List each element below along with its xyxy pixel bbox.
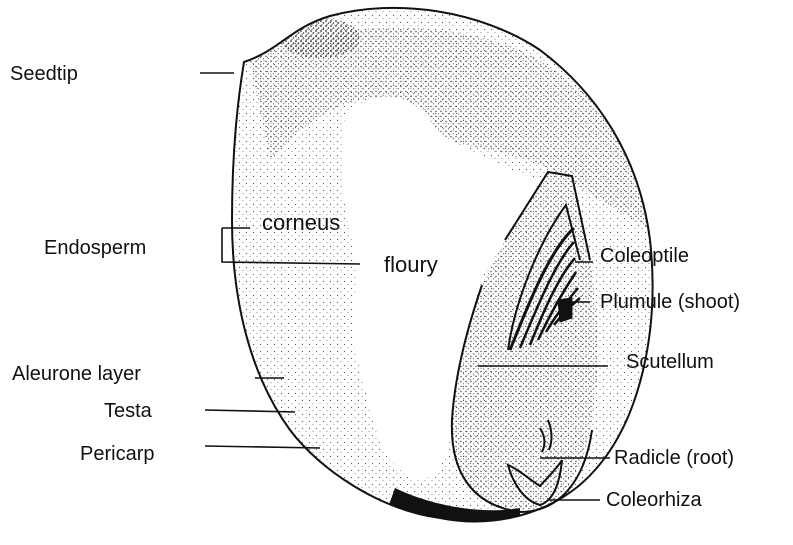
label-radicle: Radicle (root) xyxy=(614,447,734,469)
label-pericarp: Pericarp xyxy=(80,443,154,465)
label-seedtip: Seedtip xyxy=(10,63,78,85)
label-floury: floury xyxy=(384,252,438,277)
label-scutellum: Scutellum xyxy=(626,351,714,373)
label-corneus: corneus xyxy=(262,210,340,235)
label-plumule: Plumule (shoot) xyxy=(600,291,740,313)
label-coleorhiza: Coleorhiza xyxy=(606,489,702,511)
label-endosperm: Endosperm xyxy=(44,237,146,259)
label-aleurone-layer: Aleurone layer xyxy=(12,363,141,385)
label-coleoptile: Coleoptile xyxy=(600,245,689,267)
label-testa: Testa xyxy=(104,400,153,422)
